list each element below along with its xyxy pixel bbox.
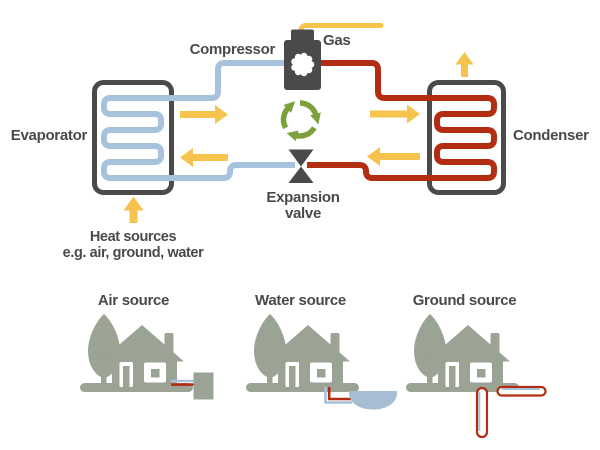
arrow-up-icon [123,196,144,223]
gear-icon [291,52,315,77]
arrow-left-icon [180,148,228,167]
house-icon-ground [406,314,519,392]
arrow-right-icon [180,105,228,124]
expansion-valve-icon [288,149,314,183]
arrow-up-icon [455,52,474,77]
ground-source-label: Ground source [412,292,517,309]
evaporator-coil-icon [101,60,295,181]
source-pictograms [80,314,547,439]
arrow-right-icon [370,104,420,124]
evaporator-label: Evaporator [10,127,88,144]
ground-loop-icon [475,385,547,439]
air-source-label: Air source [97,292,170,309]
outdoor-unit-icon [171,372,214,400]
condenser-label: Condenser [513,127,589,144]
condenser-coil-icon [307,60,497,181]
compressor-label: Compressor [189,41,276,58]
compressor-icon [284,29,321,90]
recycle-arrows-icon [275,99,320,146]
heat-flow-arrows [123,52,474,223]
water-source-label: Water source [255,292,346,309]
house-icon-water [246,314,359,392]
pond-icon [324,387,397,410]
expansion-valve-label: Expansion valve [266,189,340,222]
arrow-left-icon [367,147,420,166]
heat-sources-label: Heat sources e.g. air, ground, water [62,229,204,261]
gas-label: Gas [323,32,351,49]
